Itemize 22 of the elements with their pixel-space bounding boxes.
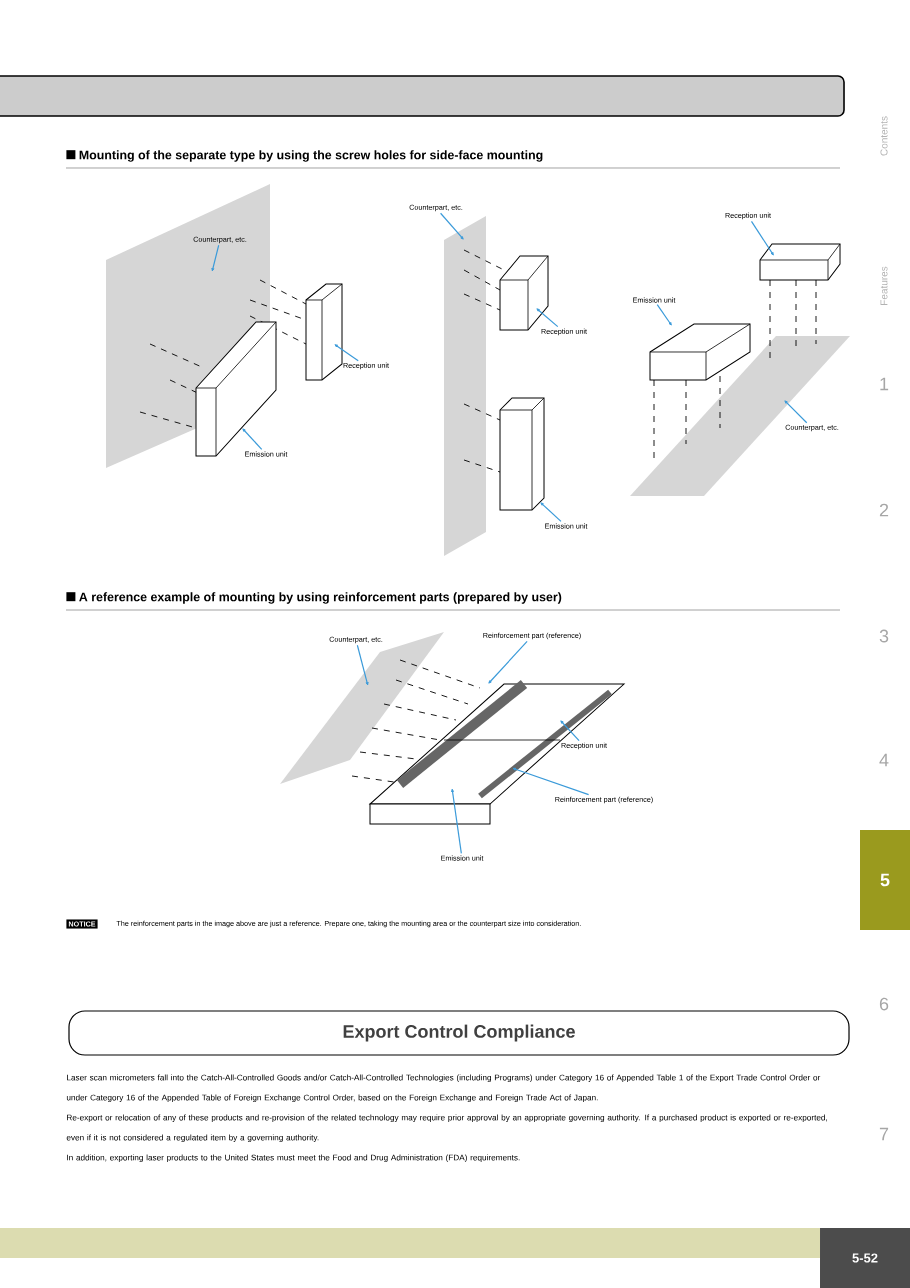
leader-arrow [242,428,263,450]
tab-number: 4 [879,753,889,767]
leader-arrow [356,644,369,686]
tab-number: 1 [880,377,889,391]
chapter-tab: 5 [860,830,910,930]
leader-arrow [536,308,559,328]
tab-number: 3 [879,629,889,643]
leader-arrow [451,788,462,854]
tab-number: 7 [879,1127,889,1141]
leader-arrow [334,344,359,362]
leader-arrow [784,400,808,424]
tab-number: 6 [879,997,889,1011]
leader-arrow [488,640,528,684]
leader-arrow [656,304,672,326]
leader-arrow [440,212,464,240]
leader-arrow [560,720,580,742]
section-banner: Export Control Compliance [68,1010,850,1056]
leader-arrow [211,244,220,272]
leader-arrow [540,502,562,522]
leader-arrow [750,220,774,256]
leader-arrow [512,767,590,796]
tab-number: 2 [879,503,889,517]
